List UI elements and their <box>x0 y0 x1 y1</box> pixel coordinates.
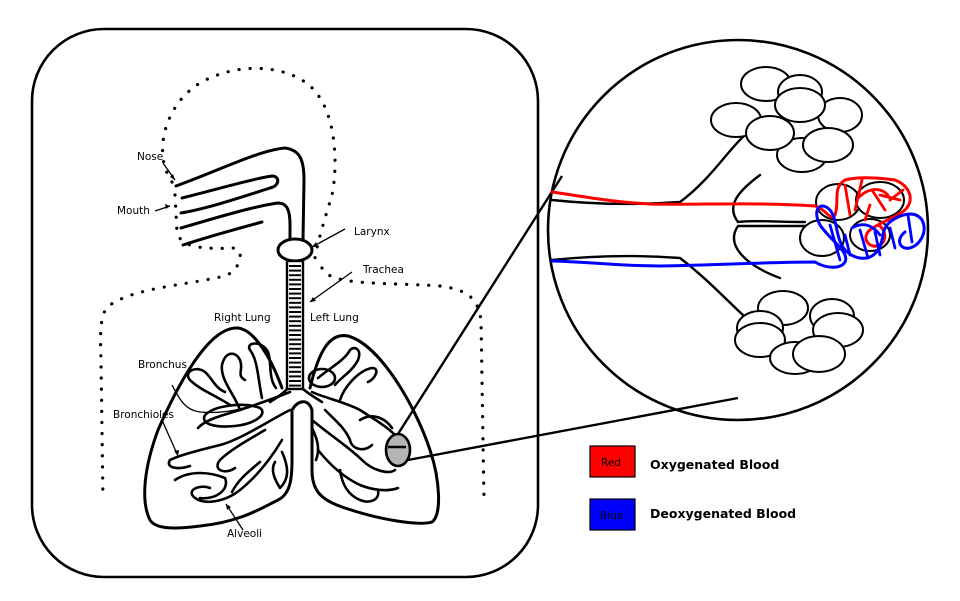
nasal-passage <box>174 146 306 242</box>
nasal-inner <box>179 174 280 215</box>
label-bronchus: Bronchus <box>138 359 187 371</box>
body-frame <box>30 27 540 579</box>
alveoli-cluster-bottom <box>734 290 864 375</box>
deoxygenated-capillaries <box>828 213 914 262</box>
legend: Red Oxygenated Blood Blue Deoxygenated B… <box>589 445 796 531</box>
chin-outline <box>98 193 242 502</box>
legend-swatch-blue <box>589 498 636 531</box>
bronchus-right <box>268 387 289 404</box>
legend-label: Deoxygenated Blood <box>650 506 796 521</box>
shoulder-outline-right <box>320 266 486 502</box>
right-lung-outline <box>143 326 441 530</box>
label-left-lung: Left Lung <box>310 312 359 324</box>
trachea-rings <box>289 265 301 387</box>
mouth-lower <box>181 220 264 247</box>
bronchial-tree-right <box>167 342 292 504</box>
label-right-lung: Right Lung <box>214 312 271 324</box>
mouth-passage <box>179 201 292 242</box>
label-alveoli: Alveoli <box>227 528 262 540</box>
label-trachea: Trachea <box>362 264 404 276</box>
alveolus-highlight <box>384 432 412 468</box>
legend-item-oxygenated: Red Oxygenated Blood <box>589 445 779 478</box>
oxygenated-vessel <box>550 176 912 248</box>
zoom-airway <box>550 133 807 332</box>
label-mouth: Mouth <box>117 205 150 217</box>
larynx-shape <box>276 237 314 263</box>
legend-item-deoxygenated: Blue Deoxygenated Blood <box>589 498 796 531</box>
annotation-arrows <box>154 162 353 531</box>
deoxygenated-vessel <box>550 204 926 269</box>
zoom-circle <box>546 38 930 422</box>
zoom-connector-top <box>396 175 564 435</box>
head-outline <box>161 66 337 260</box>
bronchus-left <box>301 387 324 404</box>
legend-label: Oxygenated Blood <box>650 457 779 472</box>
legend-swatch-text: Red <box>601 457 621 469</box>
zoom-connector-bottom <box>407 396 739 462</box>
oxygenated-capillaries <box>843 178 905 222</box>
bronchial-tree-left <box>310 346 400 503</box>
label-larynx: Larynx <box>354 226 390 238</box>
bronchus-loop-left <box>307 367 337 389</box>
label-nose: Nose <box>137 151 163 163</box>
legend-swatch-text: Blue <box>600 510 623 522</box>
legend-swatch-red <box>589 445 636 478</box>
alveoli-cluster-top <box>710 66 863 173</box>
label-bronchioles: Bronchioles <box>113 409 174 421</box>
